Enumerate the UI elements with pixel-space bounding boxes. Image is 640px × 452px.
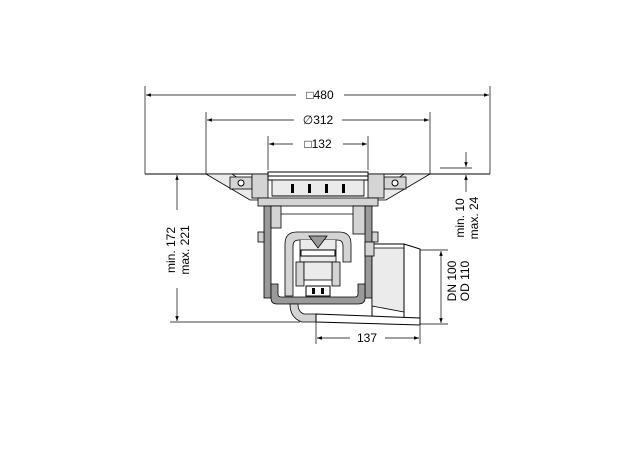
label-pipe-dn: DN 100 bbox=[445, 260, 459, 301]
label-grate-size: □132 bbox=[304, 137, 332, 151]
drain-body bbox=[145, 171, 490, 326]
dimension-flange-diameter: ∅312 bbox=[207, 113, 429, 127]
dimension-adjustment: min. 10 max. 24 bbox=[453, 152, 481, 239]
label-adjust-min: min. 10 bbox=[453, 198, 467, 238]
label-frame-width: □480 bbox=[306, 88, 334, 102]
dimension-pipe: DN 100 OD 110 bbox=[439, 251, 472, 323]
label-pipe-od: OD 110 bbox=[458, 260, 472, 301]
label-outlet-offset: 137 bbox=[357, 331, 377, 345]
label-height-max: max. 221 bbox=[178, 225, 192, 275]
dimension-outlet-offset: 137 bbox=[317, 331, 419, 345]
label-height-min: min. 172 bbox=[164, 227, 178, 273]
dimension-overall-height: min. 172 max. 221 bbox=[164, 175, 192, 321]
label-flange-diameter: ∅312 bbox=[303, 113, 334, 127]
dimension-grate-size: □132 bbox=[269, 137, 367, 151]
dimension-frame-width: □480 bbox=[146, 88, 489, 102]
label-adjust-max: max. 24 bbox=[467, 196, 481, 239]
